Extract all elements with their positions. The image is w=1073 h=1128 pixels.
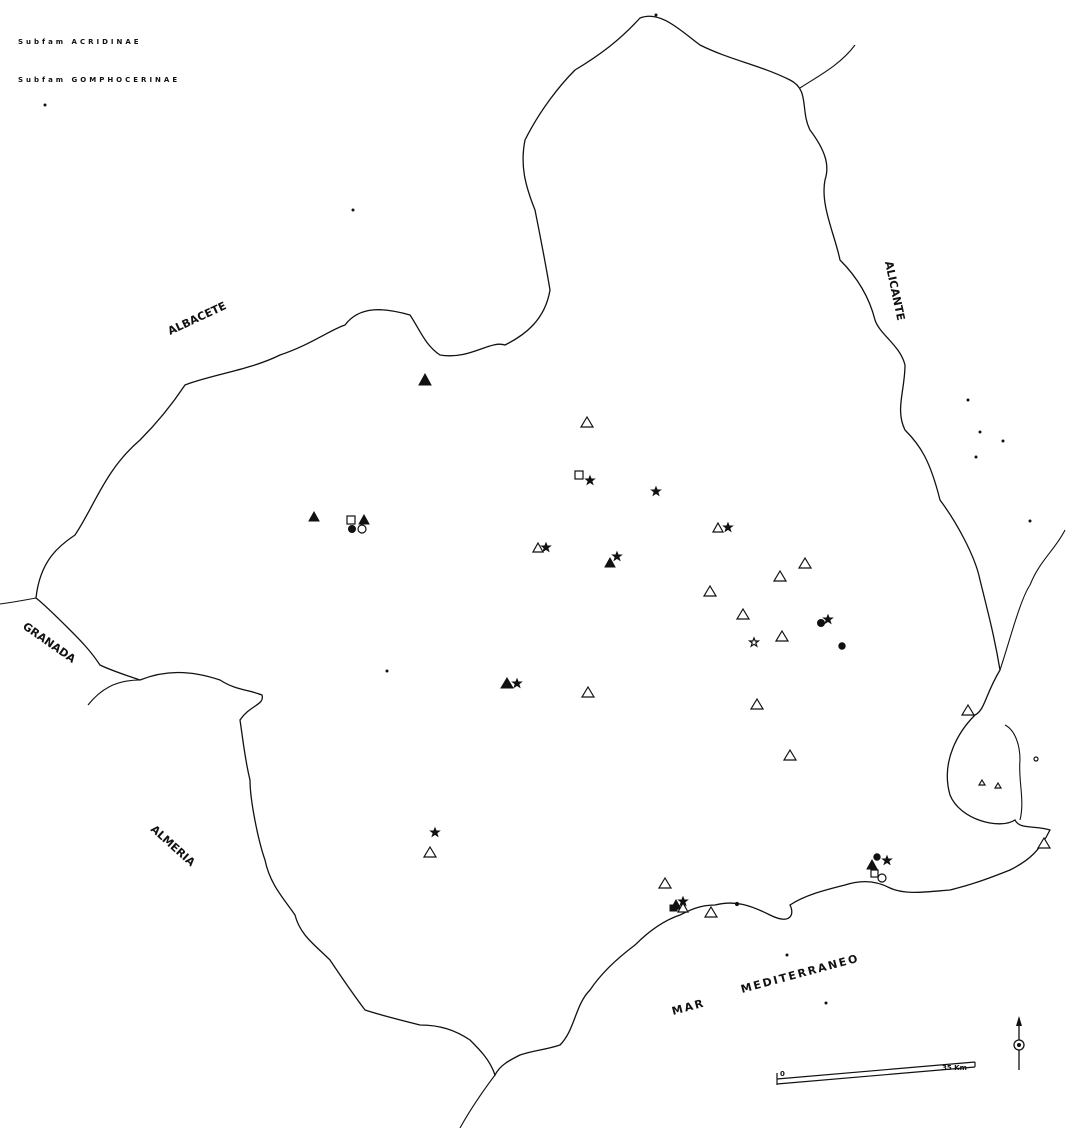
marker-filled-star — [722, 521, 734, 533]
marker-open-square — [870, 869, 879, 878]
marker-open-triangle — [422, 845, 438, 858]
marker-filled-star — [822, 613, 834, 625]
marker-open-triangle — [657, 876, 673, 889]
marker-open-triangle — [749, 697, 765, 710]
map-dot — [1028, 519, 1032, 523]
marker-open-square — [574, 470, 584, 480]
marker-filled-triangle — [500, 677, 514, 689]
markers-layer — [43, 13, 1052, 1005]
marker-open-triangle — [772, 569, 788, 582]
label-alicante: ALICANTE — [882, 260, 907, 322]
marker-filled-triangle — [604, 556, 616, 568]
marker-filled-star — [650, 485, 662, 497]
scale-start-label: 0 — [780, 1070, 785, 1078]
map-dot — [351, 208, 355, 212]
label-albacete: ALBACETE — [166, 299, 229, 337]
province-line-granada — [0, 597, 141, 706]
label-granada: GRANADA — [20, 620, 78, 666]
marker-open-triangle — [960, 703, 976, 716]
province-line-albacete — [799, 44, 856, 89]
coastline — [459, 1074, 496, 1128]
map-dot — [1001, 439, 1005, 443]
marker-filled-star — [881, 854, 893, 866]
marker-open-circle — [877, 873, 887, 883]
map-dot — [978, 430, 982, 434]
scale-end-label: 35 Km — [942, 1064, 967, 1072]
marker-filled-star — [540, 541, 552, 553]
marker-filled-circle — [817, 619, 825, 627]
region-border — [35, 15, 1051, 1077]
marker-open-triangle — [782, 748, 798, 761]
marker-open-square — [346, 515, 356, 525]
marker-open-triangle — [1036, 836, 1052, 849]
marker-filled-star — [584, 474, 596, 486]
marker-filled-circle — [873, 853, 881, 861]
marker-open-triangle — [711, 521, 725, 533]
label-sea-mar: MAR — [670, 997, 706, 1018]
label-almeria: ALMERIA — [148, 823, 198, 870]
marker-open-circle — [357, 524, 367, 534]
marker-small-open — [993, 781, 1003, 789]
map-dot — [824, 1001, 828, 1005]
mar-menor-spit — [1004, 724, 1023, 821]
marker-small-open — [1033, 756, 1039, 762]
marker-small-open — [977, 778, 987, 786]
legend-gomphocerinae: Subfam GOMPHOCERINAE — [18, 76, 181, 84]
marker-filled-star — [429, 826, 441, 838]
map-dot — [654, 13, 658, 17]
marker-open-triangle — [579, 415, 595, 428]
label-sea-mediterraneo: MEDITERRANEO — [739, 952, 860, 996]
map-dot — [974, 455, 978, 459]
marker-filled-circle — [348, 525, 356, 533]
marker-open-triangle — [531, 541, 545, 553]
legend-acridinae: Subfam ACRIDINAE — [18, 38, 142, 46]
marker-open-triangle — [702, 584, 718, 597]
scale-bar: 0 35 Km — [776, 1061, 976, 1085]
marker-filled-star — [611, 550, 623, 562]
marker-filled-triangle — [866, 858, 878, 870]
marker-filled-star — [677, 895, 689, 907]
marker-filled-star — [511, 677, 523, 689]
province-line-alicante — [999, 529, 1066, 671]
marker-filled-square — [669, 904, 678, 912]
map-dot — [43, 103, 47, 107]
marker-filled-triangle — [358, 513, 370, 525]
marker-open-triangle — [735, 607, 751, 620]
map-dot — [385, 669, 389, 673]
marker-open-triangle — [676, 901, 690, 913]
marker-filled-circle — [838, 642, 846, 650]
marker-filled-triangle — [308, 510, 320, 522]
map-dot — [966, 398, 970, 402]
north-arrow-icon — [1013, 1016, 1025, 1070]
marker-open-triangle — [774, 629, 790, 642]
marker-open-triangle — [703, 905, 719, 918]
marker-open-triangle — [580, 685, 596, 698]
map-dot — [785, 953, 789, 957]
marker-open-star — [747, 636, 761, 648]
marker-filled-triangle — [418, 372, 432, 386]
marker-open-triangle — [797, 556, 813, 569]
marker-filled-circle — [734, 901, 740, 907]
